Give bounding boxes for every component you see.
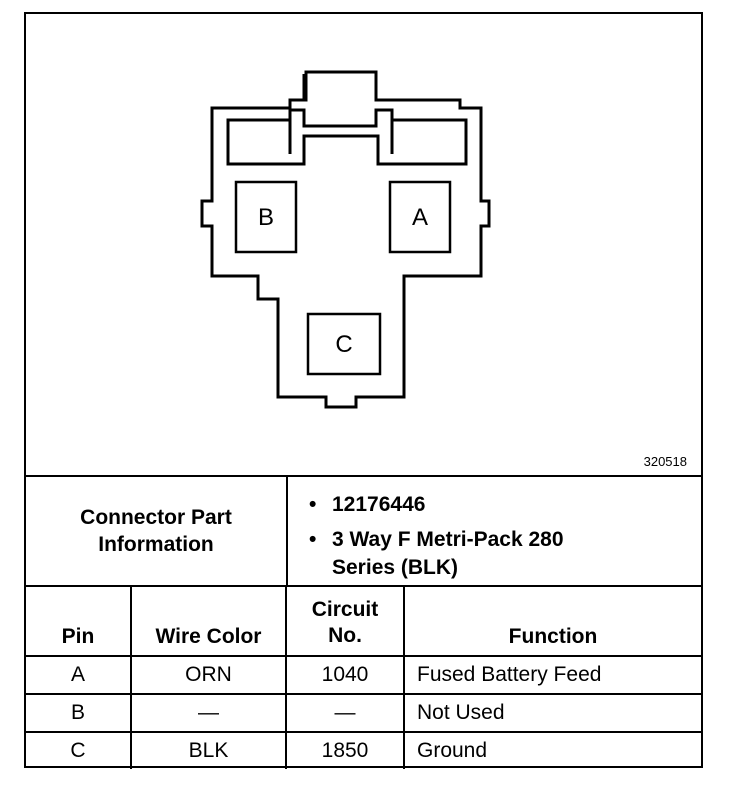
info-item-connector-type: • 3 Way F Metri-Pack 280: [309, 526, 564, 553]
bullet-icon: •: [309, 493, 317, 516]
header-pin: Pin: [26, 587, 132, 657]
connector-diagram: B A C 320518: [26, 14, 701, 477]
info-item-series: Series (BLK): [332, 554, 458, 581]
header-circuit-no: Circuit No.: [285, 587, 405, 657]
table-row: C BLK 1850 Ground: [26, 731, 701, 769]
header-circuit-line2: No.: [328, 624, 362, 647]
info-label-line2: Information: [98, 533, 214, 556]
connector-housing-outline: [200, 70, 491, 409]
connector-part-info: Connector Part Information • 12176446 • …: [26, 477, 701, 587]
pin-cavity-a: [388, 180, 452, 254]
table-row: A ORN 1040 Fused Battery Feed: [26, 655, 701, 695]
cell-wire-color: —: [130, 693, 287, 733]
cell-wire-color: ORN: [130, 655, 287, 695]
pin-table: Pin Wire Color Circuit No. Function A OR…: [26, 587, 701, 769]
pin-label-b: B: [258, 204, 274, 231]
cell-circuit: —: [285, 693, 405, 733]
latch-inner-outline: [226, 108, 468, 166]
cell-function: Not Used: [403, 693, 701, 733]
info-list: • 12176446 • 3 Way F Metri-Pack 280 Seri…: [288, 477, 701, 585]
header-function: Function: [403, 587, 701, 657]
latch-tab: [288, 110, 394, 154]
bullet-icon: •: [309, 528, 317, 551]
cell-circuit: 1040: [285, 655, 405, 695]
info-item-part-number: • 12176446: [309, 491, 426, 518]
info-item-text: 12176446: [332, 493, 426, 516]
cell-pin: B: [26, 693, 132, 733]
info-label-line1: Connector Part: [80, 506, 232, 529]
latch-rail: [302, 74, 378, 100]
connector-face-drawing: B A C: [200, 70, 491, 409]
info-item-text: 3 Way F Metri-Pack 280: [332, 528, 564, 551]
cell-pin: A: [26, 655, 132, 695]
cell-pin: C: [26, 731, 132, 769]
header-wire-color: Wire Color: [130, 587, 287, 657]
header-circuit-line1: Circuit: [311, 598, 379, 621]
connector-sheet: B A C 320518 Connector Part Information …: [24, 12, 703, 769]
info-item-text: Series (BLK): [332, 556, 459, 579]
cell-function: Ground: [403, 731, 701, 769]
pin-cavity-b: [234, 180, 298, 254]
cell-circuit: 1850: [285, 731, 405, 769]
pin-cavity-c: [306, 312, 382, 376]
pin-label-c: C: [335, 331, 352, 358]
cell-wire-color: BLK: [130, 731, 287, 769]
table-row: B — — Not Used: [26, 693, 701, 733]
cell-function: Fused Battery Feed: [403, 655, 701, 695]
figure-code: 320518: [643, 454, 687, 469]
pin-label-a: A: [412, 204, 428, 231]
table-header-row: Pin Wire Color Circuit No. Function: [26, 587, 701, 657]
info-label: Connector Part Information: [26, 477, 288, 585]
